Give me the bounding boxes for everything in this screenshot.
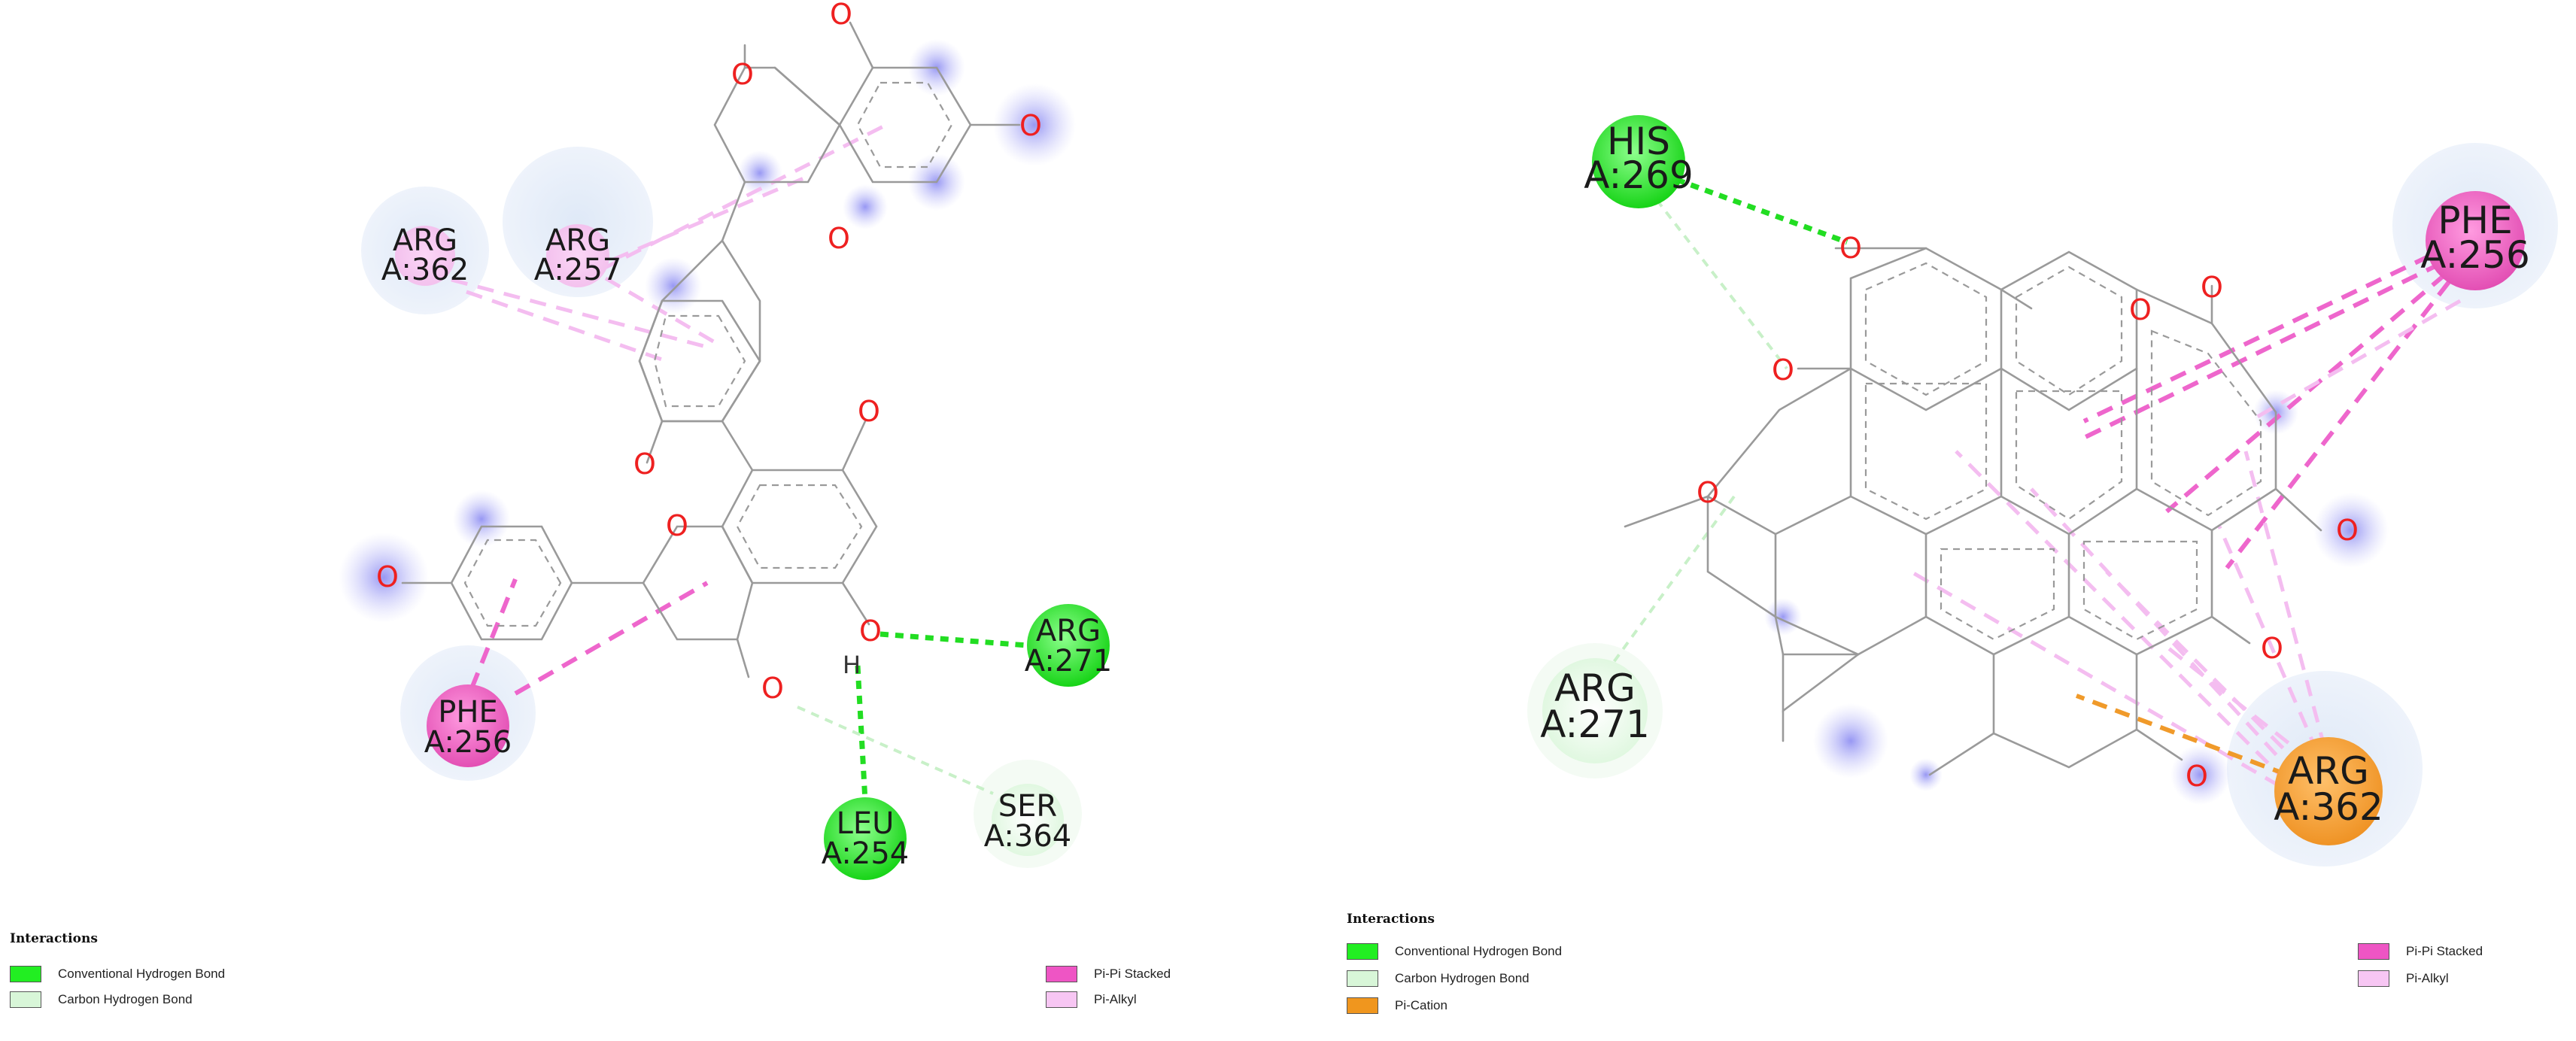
oxygen-atom: O: [1697, 476, 1719, 509]
oxygen-atom: O: [376, 560, 399, 593]
residue-id: A:269: [1584, 153, 1694, 197]
oxygen-atom: O: [1839, 232, 1862, 265]
hydrogen-atom: H: [843, 651, 861, 679]
residue-id: A:271: [1540, 703, 1650, 746]
oxygen-atom: O: [828, 222, 850, 255]
left-diagram: O O O O O O O O O O H ARG A:362 ARG A:25…: [339, 0, 1112, 880]
residue-id: A:256: [2420, 233, 2530, 277]
residue-name: LEU: [837, 806, 895, 841]
residue-id: A:364: [984, 819, 1071, 854]
legend-title: Interactions: [10, 931, 98, 946]
legend-item-pi-alkyl: Pi-Alkyl: [1046, 991, 1137, 1008]
oxygen-atom: O: [1019, 109, 1042, 142]
oxygen-atom: O: [859, 615, 882, 648]
residue-ser364-left: SER A:364: [984, 784, 1071, 856]
oxygen-atom: O: [858, 395, 880, 428]
legend-item-conventional-hbond: Conventional Hydrogen Bond: [10, 966, 225, 982]
right-interactions: [1612, 171, 2462, 788]
residue-arg271-right: ARG A:271: [1540, 658, 1650, 763]
residue-his269-right: HIS A:269: [1584, 115, 1694, 208]
legend-item-carbon-hbond: Carbon Hydrogen Bond: [10, 991, 193, 1008]
residue-arg362-right: ARG A:362: [2274, 737, 2383, 845]
left-atom-labels: O O O O O O O O O O H: [376, 0, 1042, 705]
legend-label: Pi-Pi Stacked: [2406, 944, 2483, 958]
residue-phe256-left: PHE A:256: [424, 684, 512, 767]
legend-label: Pi-Pi Stacked: [1094, 967, 1171, 981]
residue-name: ARG: [545, 223, 610, 258]
residue-name: ARG: [1036, 614, 1101, 648]
oxygen-atom: O: [666, 509, 688, 542]
legend-item-pi-pi-stacked: Pi-Pi Stacked: [1046, 966, 1171, 982]
legend-swatch: [1347, 970, 1378, 987]
residue-id: A:254: [822, 836, 909, 871]
oxygen-atom: O: [2336, 514, 2359, 547]
residue-name: PHE: [2438, 199, 2512, 242]
legend-swatch: [1347, 997, 1378, 1014]
residue-name: PHE: [438, 695, 497, 730]
legend-item-pi-pi-stacked: Pi-Pi Stacked: [2358, 943, 2483, 960]
residue-id: A:362: [381, 253, 469, 287]
residue-id: A:271: [1025, 644, 1112, 678]
right-molecule: [1624, 247, 2322, 776]
residue-id: A:362: [2274, 785, 2383, 829]
residue-name: ARG: [1554, 666, 1636, 710]
legend-swatch: [2358, 970, 2389, 987]
residue-name: HIS: [1607, 120, 1670, 163]
legend-label: Pi-Alkyl: [1094, 992, 1137, 1006]
oxygen-atom: O: [1772, 354, 1794, 387]
residue-leu254-left: LEU A:254: [822, 797, 909, 880]
residue-name: ARG: [2288, 749, 2369, 793]
legend-item-pi-cation: Pi-Cation: [1347, 997, 1447, 1014]
left-molecule: [401, 21, 1021, 678]
legend-item-pi-alkyl: Pi-Alkyl: [2358, 970, 2449, 987]
legend-label: Carbon Hydrogen Bond: [58, 992, 193, 1006]
oxygen-atom: O: [2201, 271, 2223, 304]
legend-swatch: [2358, 943, 2389, 960]
legend-label: Conventional Hydrogen Bond: [58, 967, 226, 981]
legend-swatch: [1046, 966, 1077, 982]
oxygen-atom: O: [830, 0, 852, 31]
oxygen-atom: O: [2129, 293, 2152, 326]
oxygen-atom: O: [2261, 632, 2283, 665]
legend-label: Pi-Cation: [1395, 998, 1447, 1012]
oxygen-atom: O: [731, 58, 754, 91]
legend-label: Conventional Hydrogen Bond: [1395, 944, 1563, 958]
residue-phe256-right: PHE A:256: [2420, 191, 2530, 290]
legend-swatch: [1347, 943, 1378, 960]
legend-title: Interactions: [1347, 912, 1435, 927]
residue-arg257-left: ARG A:257: [534, 223, 621, 287]
oxygen-atom: O: [761, 672, 784, 705]
legend-swatch: [10, 991, 41, 1008]
residue-name: SER: [998, 789, 1057, 824]
residue-arg362-left: ARG A:362: [381, 223, 469, 287]
oxygen-atom: O: [633, 448, 656, 481]
legend-item-carbon-hbond: Carbon Hydrogen Bond: [1347, 970, 1530, 987]
residue-name: ARG: [393, 223, 457, 258]
legend-swatch: [1046, 991, 1077, 1008]
residue-id: A:256: [424, 725, 512, 760]
legend-label: Pi-Alkyl: [2406, 971, 2449, 985]
atom-exposure-blurs-right: [1764, 390, 2389, 805]
legend-label: Carbon Hydrogen Bond: [1395, 971, 1530, 985]
legend-item-conventional-hbond: Conventional Hydrogen Bond: [1347, 943, 1562, 960]
right-atom-labels: O O O O O O O O: [1697, 232, 2359, 793]
residue-id: A:257: [534, 253, 621, 287]
atom-exposure-blurs-left: [339, 39, 1076, 623]
oxygen-atom: O: [2186, 760, 2208, 793]
right-diagram: O O O O O O O O HIS A:269 PHE A:256 ARG …: [1527, 115, 2558, 866]
residue-arg271-left: ARG A:271: [1025, 604, 1112, 687]
legend-swatch: [10, 966, 41, 982]
